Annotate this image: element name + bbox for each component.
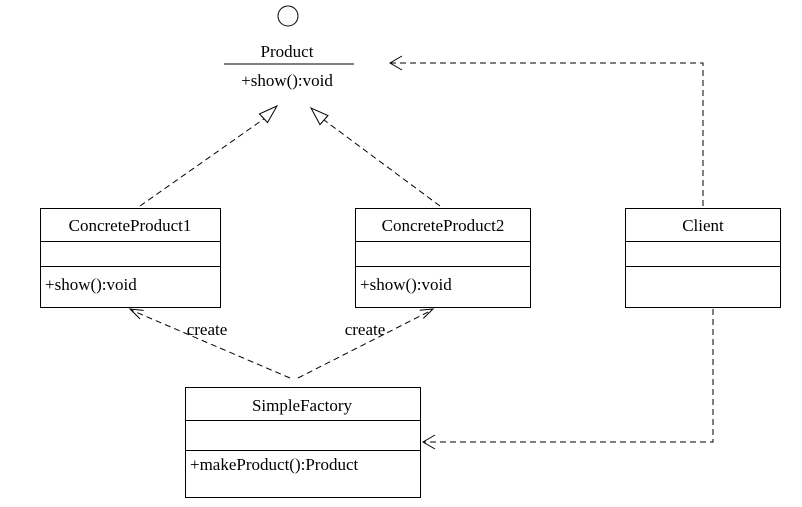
- create-cp1-label: create: [187, 320, 228, 339]
- concrete-product-2-class: ConcreteProduct2 +show():void: [355, 208, 531, 308]
- concrete-product-2-operation: +show():void: [360, 275, 452, 294]
- realization-cp2-arrowhead-icon: [309, 106, 329, 126]
- realization-cp1-arrowhead-icon: [258, 104, 279, 124]
- simple-factory-name: SimpleFactory: [252, 396, 353, 415]
- simple-factory-box: [185, 387, 421, 498]
- concrete-product-2-box: [355, 208, 531, 308]
- client-name: Client: [682, 216, 724, 235]
- create-cp2-label: create: [345, 320, 386, 339]
- product-interface: Product +show():void: [224, 5, 354, 90]
- simple-factory-operation: +makeProduct():Product: [190, 455, 358, 474]
- realization-cp2-line: [319, 116, 441, 207]
- create-cp1-line: [130, 309, 291, 379]
- dependency-client-to-simple-factory: [422, 309, 714, 450]
- dependency-client-factory-arrowhead-icon: [422, 434, 436, 450]
- concrete-product-1-operation: +show():void: [45, 275, 137, 294]
- realization-cp1-to-product: [139, 104, 279, 207]
- client-class: Client: [625, 208, 781, 308]
- realization-cp2-to-product: [309, 106, 441, 207]
- create-dependency-to-cp2: create: [297, 308, 435, 379]
- dependency-client-factory-line: [424, 309, 714, 443]
- concrete-product-1-name: ConcreteProduct1: [69, 216, 192, 235]
- simple-factory-class: SimpleFactory +makeProduct():Product: [185, 387, 421, 498]
- product-interface-operation: +show():void: [241, 71, 333, 90]
- dependency-client-product-line: [391, 62, 704, 206]
- concrete-product-1-class: ConcreteProduct1 +show():void: [40, 208, 221, 308]
- product-interface-name: Product: [261, 42, 314, 61]
- interface-lollipop-icon: [277, 5, 299, 27]
- realization-cp1-line: [139, 115, 269, 207]
- create-cp2-line: [297, 309, 433, 379]
- client-box: [625, 208, 781, 308]
- dependency-client-to-product: [389, 55, 704, 206]
- create-cp2-arrowhead-icon: [419, 308, 435, 319]
- concrete-product-1-box: [40, 208, 221, 308]
- create-dependency-to-cp1: create: [128, 308, 291, 379]
- create-cp1-arrowhead-icon: [128, 308, 144, 320]
- concrete-product-2-name: ConcreteProduct2: [382, 216, 505, 235]
- dependency-client-product-arrowhead-icon: [389, 55, 403, 71]
